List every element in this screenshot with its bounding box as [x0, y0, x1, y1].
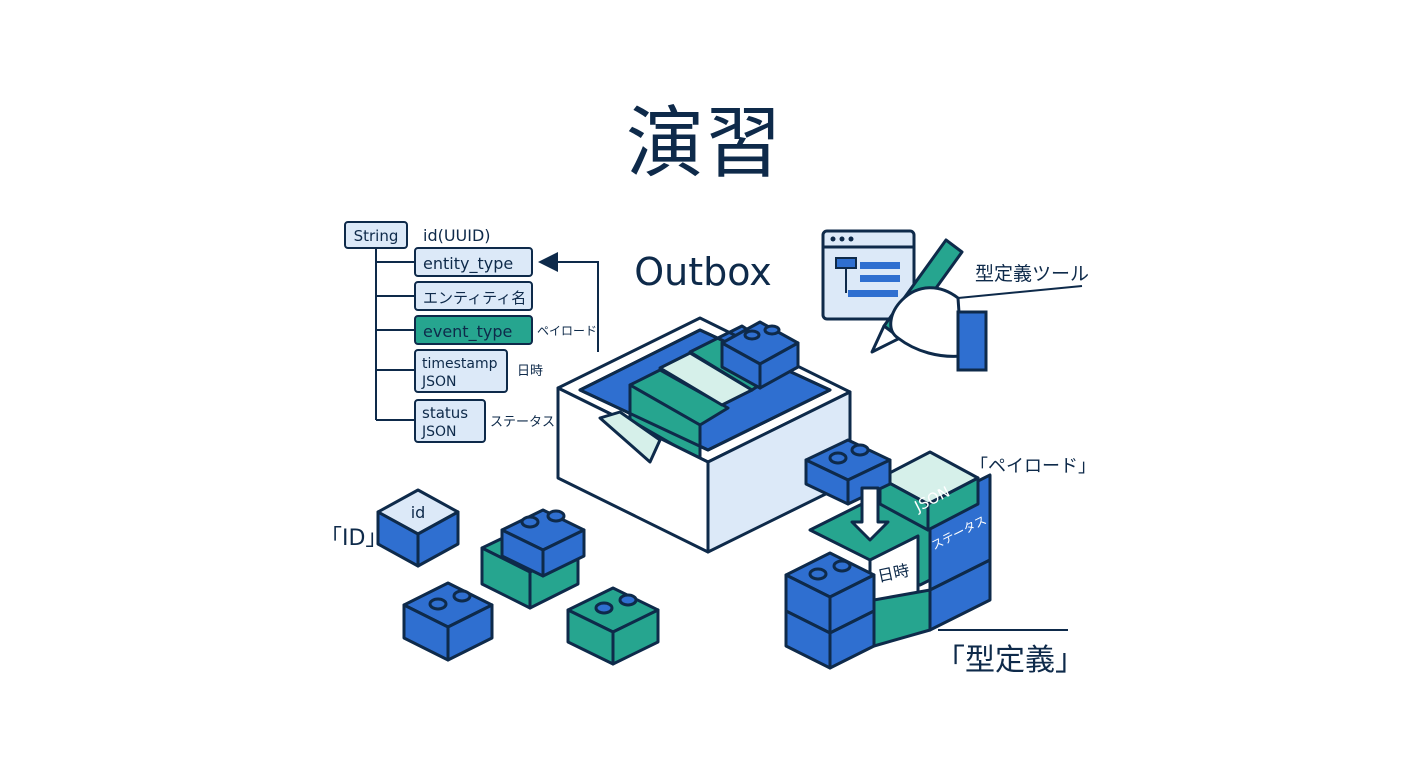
field-entity-type: entity_type — [423, 254, 513, 274]
outbox-container — [556, 316, 852, 554]
field-entity-name: エンティティ名 — [423, 289, 526, 307]
field-note-datetime: 日時 — [517, 364, 543, 379]
outbox-label: Outbox — [634, 250, 772, 294]
field-status: status — [422, 404, 468, 422]
field-timestamp: timestamp — [422, 356, 498, 372]
id-block-text: id — [411, 503, 426, 522]
payload-label: 「ペイロード」 — [970, 456, 1096, 477]
field-timestamp-sub: JSON — [421, 374, 457, 390]
tool-label: 型定義ツール — [975, 263, 1089, 285]
type-def-label: 「型定義」 — [935, 643, 1085, 678]
field-box-entity-type — [414, 247, 533, 277]
field-box-status — [414, 399, 486, 443]
assembled-blocks — [784, 438, 992, 670]
block-left-bottom — [402, 581, 494, 662]
hand-icon — [889, 286, 964, 358]
field-box-timestamp — [414, 349, 508, 393]
field-event-type: event_type — [423, 322, 512, 342]
field-note-payload: ペイロード — [537, 324, 597, 338]
string-type-label: String — [354, 227, 399, 245]
root-field-label: id(UUID) — [423, 226, 491, 245]
schema-tree: String id(UUID) entity_type エンティティ名 even… — [344, 221, 599, 443]
id-label: 「ID」 — [320, 526, 387, 551]
block-teal-bottom — [566, 586, 660, 666]
field-box-event-type — [414, 315, 533, 345]
page-title: 演習 — [626, 99, 782, 189]
sleeve — [956, 310, 988, 372]
field-status-sub: JSON — [421, 424, 457, 440]
return-arrow — [538, 252, 599, 352]
field-note-status: ステータス — [490, 415, 555, 430]
block-stack-center — [480, 508, 586, 610]
pen-tool-illustration: 型定義ツール — [821, 229, 1089, 372]
id-block — [376, 488, 460, 568]
field-box-entity-name — [414, 281, 533, 311]
block-on-outbox — [720, 320, 800, 390]
tree-connector — [375, 248, 415, 421]
